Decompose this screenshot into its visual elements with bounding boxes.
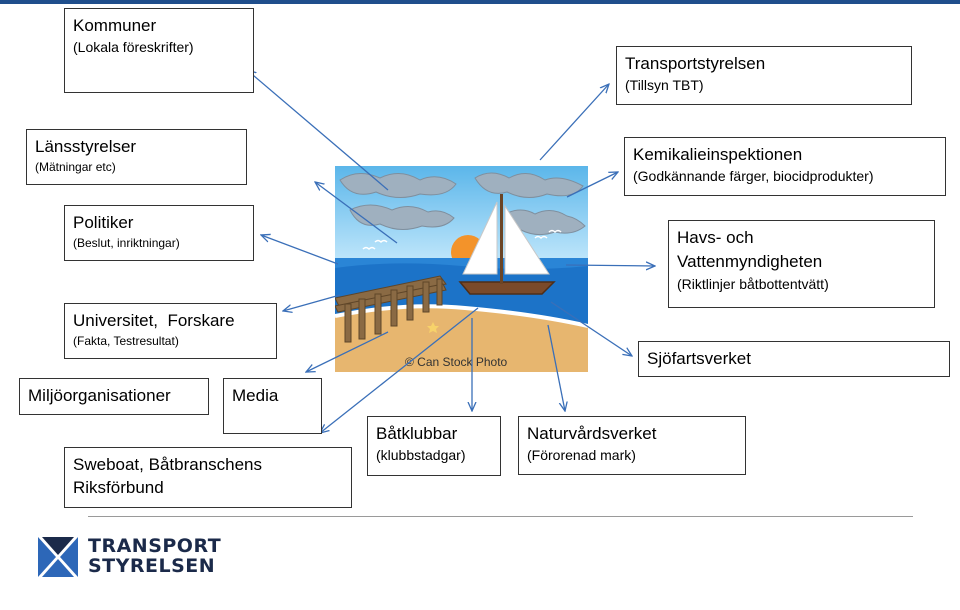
politiker-subtitle: (Beslut, inriktningar): [73, 236, 180, 251]
box-transportstyrelsen: Transportstyrelsen (Tillsyn TBT): [616, 46, 912, 105]
box-naturvardsverket: Naturvårdsverket (Förorenad mark): [518, 416, 746, 475]
box-sjofartsverket: Sjöfartsverket: [638, 341, 950, 377]
top-accent-bar: [0, 0, 960, 4]
havs-subtitle: (Riktlinjer båtbottentvätt): [677, 275, 829, 292]
box-kommuner: Kommuner (Lokala föreskrifter): [64, 8, 254, 93]
havs-line1: Havs- och: [677, 228, 754, 247]
sweboat-line2: Riksförbund: [73, 478, 164, 498]
lansstyrelser-subtitle: (Mätningar etc): [35, 160, 116, 175]
media-title: Media: [232, 386, 279, 405]
sweboat-line1: Sweboat, Båtbranschens: [73, 455, 263, 474]
box-havs-och-vattenmyndigheten: Havs- och Vattenmyndigheten (Riktlinjer …: [668, 220, 935, 308]
naturvardsverket-title: Naturvårdsverket: [527, 424, 657, 443]
kommuner-subtitle: (Lokala föreskrifter): [73, 39, 194, 56]
box-media: Media: [223, 378, 322, 434]
transportstyrelsen-logo-icon: [38, 537, 78, 577]
box-politiker: Politiker (Beslut, inriktningar): [64, 205, 254, 261]
kemikalieinspektionen-subtitle: (Godkännande färger, biocidprodukter): [633, 168, 874, 185]
universitet-title: Universitet, Forskare: [73, 311, 235, 330]
universitet-subtitle: (Fakta, Testresultat): [73, 334, 179, 349]
politiker-title: Politiker: [73, 213, 134, 232]
arrow-transportstyrelsen: [539, 84, 609, 161]
logo-line2: STYRELSEN: [88, 555, 216, 577]
watermark-text: © Can Stock Photo: [405, 355, 508, 369]
logo-line1: TRANSPORT: [88, 535, 222, 557]
logo-wordmark: TRANSPORT STYRELSEN: [88, 536, 221, 576]
box-lansstyrelser: Länsstyrelser (Mätningar etc): [26, 129, 247, 185]
batklubbar-title: Båtklubbar: [376, 424, 458, 443]
miljoorganisationer-title: Miljöorganisationer: [28, 386, 171, 405]
naturvardsverket-subtitle: (Förorenad mark): [527, 447, 636, 464]
arrow-politiker: [261, 235, 339, 265]
transportstyrelsen-title: Transportstyrelsen: [625, 54, 766, 73]
batklubbar-subtitle: (klubbstadgar): [376, 447, 466, 464]
arrow-universitet: [283, 294, 341, 311]
havs-line2: Vattenmyndigheten: [677, 252, 823, 272]
lansstyrelser-title: Länsstyrelser: [35, 137, 137, 156]
footer-divider: [88, 516, 913, 517]
box-batklubbar: Båtklubbar (klubbstadgar): [367, 416, 501, 476]
transportstyrelsen-subtitle: (Tillsyn TBT): [625, 77, 704, 94]
box-miljoorganisationer: Miljöorganisationer: [19, 378, 209, 415]
box-universitet: Universitet, Forskare (Fakta, Testresult…: [64, 303, 277, 359]
kommuner-title: Kommuner: [73, 16, 157, 35]
box-sweboat: Sweboat, Båtbranschens Riksförbund: [64, 447, 352, 508]
kemikalieinspektionen-title: Kemikalieinspektionen: [633, 145, 803, 164]
sjofartsverket-title: Sjöfartsverket: [647, 349, 751, 368]
box-kemikalieinspektionen: Kemikalieinspektionen (Godkännande färge…: [624, 137, 946, 196]
sailboat-illustration: © Can Stock Photo: [335, 166, 588, 372]
